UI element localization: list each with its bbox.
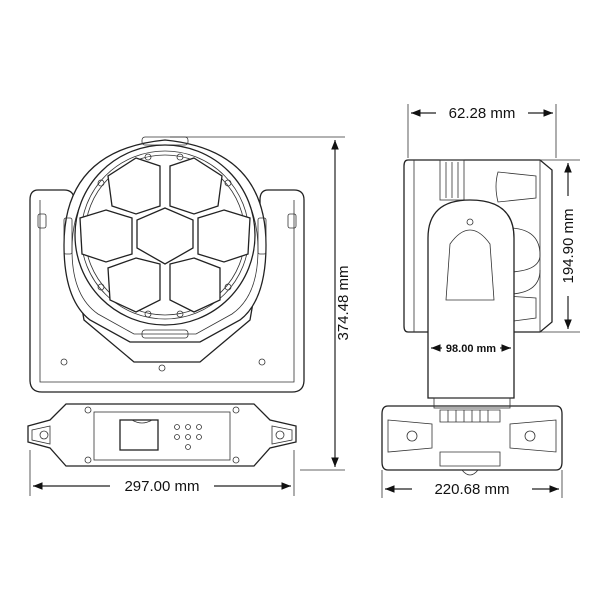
lens (79, 209, 133, 263)
side-base (381, 405, 563, 471)
arm-width-label: 98.00 mm (446, 343, 496, 355)
lens (197, 209, 251, 263)
dim-side-depth: 62.28 mm (407, 104, 557, 158)
front-view (27, 136, 305, 467)
base-width-label: 297.00 mm (124, 478, 199, 495)
dim-side-base-width: 220.68 mm (381, 470, 563, 498)
dim-arm-width: 98.00 mm (431, 343, 511, 355)
side-base-width-label: 220.68 mm (434, 481, 509, 498)
total-height-label: 374.48 mm (335, 265, 352, 340)
display-screen (119, 419, 159, 451)
dim-base-width: 297.00 mm (29, 450, 295, 496)
control-button (196, 424, 202, 430)
control-button (196, 434, 202, 440)
control-button (185, 434, 191, 440)
base (27, 403, 297, 467)
dim-total-height: 374.48 mm (170, 136, 352, 471)
lens (169, 157, 223, 215)
dim-head-height: 194.90 mm (540, 159, 580, 333)
lens (107, 257, 161, 313)
lens-cluster (79, 157, 251, 313)
lens (107, 157, 161, 215)
control-button (185, 424, 191, 430)
head-height-label: 194.90 mm (560, 208, 577, 283)
side-view (381, 159, 563, 476)
control-button (174, 424, 180, 430)
control-button (185, 444, 191, 450)
lens (169, 257, 221, 313)
lens (136, 207, 194, 265)
side-depth-label: 62.28 mm (449, 105, 516, 122)
control-button (174, 434, 180, 440)
